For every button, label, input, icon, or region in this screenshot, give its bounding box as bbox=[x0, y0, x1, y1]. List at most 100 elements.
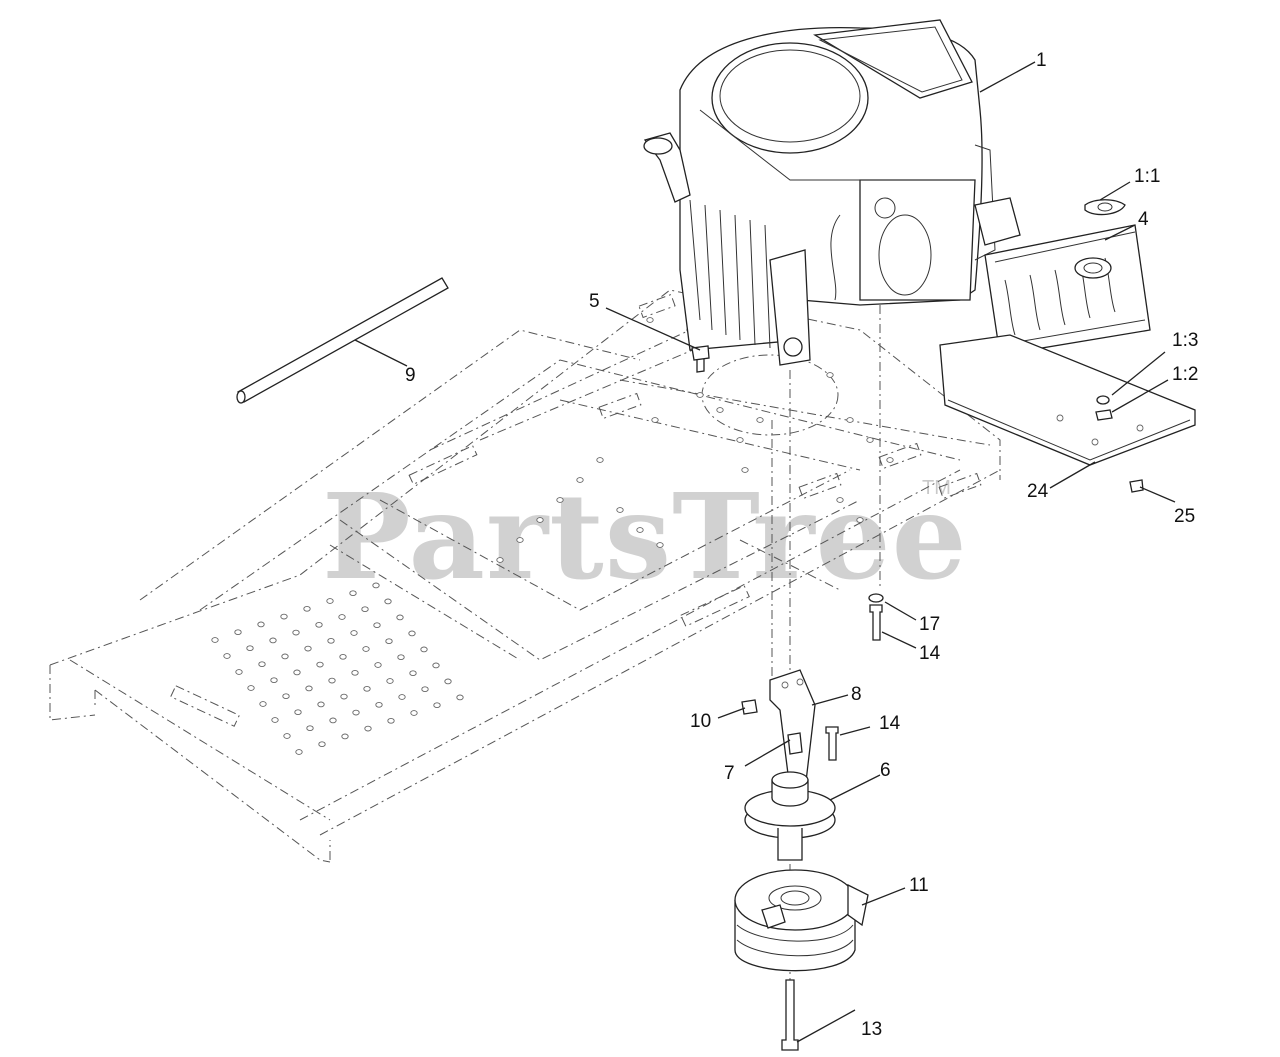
frame-hole-pattern bbox=[211, 317, 894, 755]
frame-hole bbox=[246, 645, 254, 652]
frame-hole bbox=[756, 417, 764, 423]
callout-11: 11 bbox=[909, 875, 929, 896]
frame-hole bbox=[258, 661, 266, 668]
frame-hole bbox=[656, 542, 664, 548]
callout-14a: 14 bbox=[919, 643, 941, 664]
frame-hole bbox=[362, 646, 370, 652]
frame-hole bbox=[385, 638, 393, 645]
callout-8: 8 bbox=[851, 684, 862, 705]
frame-hole bbox=[316, 661, 324, 668]
callout-1-3: 1:3 bbox=[1172, 330, 1198, 351]
frame-hole bbox=[886, 457, 894, 463]
frame-hole bbox=[282, 693, 290, 700]
frame-hole bbox=[340, 693, 348, 700]
frame-hole bbox=[363, 685, 371, 692]
watermark-text: PartsTree bbox=[322, 467, 968, 606]
frame-hole bbox=[421, 686, 429, 693]
callout-1-2: 1:2 bbox=[1172, 364, 1198, 385]
frame-hole bbox=[326, 598, 334, 604]
frame-hole bbox=[826, 372, 834, 378]
frame-hole bbox=[696, 392, 704, 398]
frame-hole bbox=[736, 437, 744, 443]
callout-6: 6 bbox=[880, 760, 891, 781]
frame-hole bbox=[386, 678, 394, 684]
callout-9: 9 bbox=[405, 365, 416, 386]
frame-hole bbox=[846, 417, 854, 423]
frame-hole bbox=[651, 417, 659, 423]
engine-assembly bbox=[643, 19, 996, 366]
tube-rod bbox=[236, 277, 449, 404]
electric-clutch bbox=[734, 869, 869, 972]
frame-hole bbox=[281, 653, 289, 660]
frame-hole bbox=[317, 701, 325, 708]
frame-hole bbox=[373, 622, 381, 629]
frame-hole bbox=[271, 717, 279, 723]
frame-hole bbox=[866, 437, 874, 443]
frame-hole bbox=[328, 677, 336, 684]
frame-hole bbox=[387, 717, 395, 724]
leader-lines bbox=[354, 61, 1176, 1043]
frame-hole bbox=[352, 709, 360, 716]
frame-hole bbox=[576, 477, 584, 483]
frame-hole bbox=[329, 717, 337, 724]
frame-hole bbox=[516, 537, 524, 543]
frame-hole bbox=[433, 702, 441, 709]
callout-25: 25 bbox=[1174, 506, 1195, 527]
frame-hole bbox=[364, 725, 372, 732]
frame-hole bbox=[556, 497, 564, 503]
frame-hole bbox=[351, 669, 359, 676]
watermark-trademark: TM bbox=[922, 477, 951, 499]
frame-hole bbox=[235, 669, 243, 675]
frame-hole bbox=[636, 527, 644, 533]
frame-hole bbox=[350, 630, 358, 636]
callout-10: 10 bbox=[690, 711, 711, 732]
frame-hole bbox=[315, 621, 323, 628]
frame-hole bbox=[361, 606, 369, 613]
frame-hole bbox=[327, 637, 335, 644]
bolt-14a-icon bbox=[869, 604, 883, 641]
pulley bbox=[744, 771, 836, 861]
frame-hole bbox=[211, 637, 219, 643]
frame-hole bbox=[716, 407, 724, 413]
frame-hole bbox=[259, 701, 267, 707]
muffler-assembly bbox=[974, 197, 1151, 356]
frame-hole bbox=[372, 582, 380, 589]
frame-hole bbox=[338, 614, 346, 620]
frame-hole bbox=[269, 637, 277, 644]
callout-1: 1 bbox=[1036, 50, 1047, 71]
frame-hole bbox=[456, 694, 464, 701]
frame-hole bbox=[420, 646, 428, 653]
frame-hole bbox=[496, 557, 504, 563]
frame-hole bbox=[856, 517, 864, 523]
frame-hole bbox=[444, 678, 452, 685]
frame-hole bbox=[374, 662, 382, 668]
nut-icon bbox=[1095, 409, 1113, 421]
frame-hole bbox=[339, 653, 347, 660]
frame-hole bbox=[270, 677, 278, 684]
callout-13: 13 bbox=[861, 1019, 882, 1040]
frame-hole bbox=[341, 733, 349, 740]
frame-hole bbox=[305, 685, 313, 692]
washer-17-icon bbox=[868, 593, 884, 603]
frame-hole bbox=[247, 685, 255, 691]
frame-hole bbox=[384, 598, 392, 605]
frame-hole bbox=[293, 669, 301, 676]
frame-hole bbox=[295, 749, 303, 755]
frame-hole bbox=[741, 467, 749, 473]
frame-hole bbox=[398, 694, 406, 700]
callout-4: 4 bbox=[1138, 209, 1149, 230]
frame-hole bbox=[294, 709, 302, 716]
callout-1-1: 1:1 bbox=[1134, 166, 1160, 187]
bolt-14b-icon bbox=[825, 726, 839, 761]
frame-hole bbox=[408, 630, 416, 637]
frame-hole bbox=[596, 457, 604, 463]
frame-hole bbox=[536, 517, 544, 523]
bolt-13-icon bbox=[781, 979, 799, 1051]
frame-hole bbox=[223, 653, 231, 659]
frame-hole bbox=[303, 605, 311, 612]
frame-hole bbox=[304, 645, 312, 652]
frame-hole bbox=[283, 733, 291, 739]
frame-hole bbox=[292, 629, 300, 636]
flange-nut-icon bbox=[741, 699, 758, 715]
